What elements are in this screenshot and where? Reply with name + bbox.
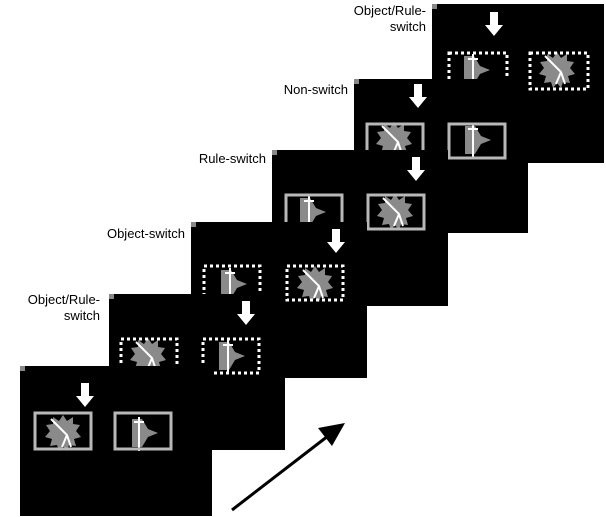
left-object-frame [202, 264, 262, 303]
right-object-frame [285, 264, 345, 302]
right-object-frame [447, 122, 507, 160]
label-object-switch: Object-switch [106, 226, 185, 241]
right-object-frame [201, 337, 261, 375]
right-object-frame [113, 411, 173, 452]
left-object-frame [33, 411, 93, 451]
left-object-frame [119, 337, 179, 375]
label-rule-switch: Rule-switch [198, 151, 266, 166]
diagonal-arrow-icon [231, 423, 345, 512]
label-object-rule-switch-2: Object/Rule- switch [27, 292, 100, 323]
right-object-frame [366, 193, 426, 231]
label-object-rule-switch-1: Object/Rule- switch [353, 3, 426, 34]
label-non-switch: Non-switch [283, 82, 348, 97]
right-object-frame [528, 51, 590, 91]
trial-screen-6 [20, 366, 212, 516]
